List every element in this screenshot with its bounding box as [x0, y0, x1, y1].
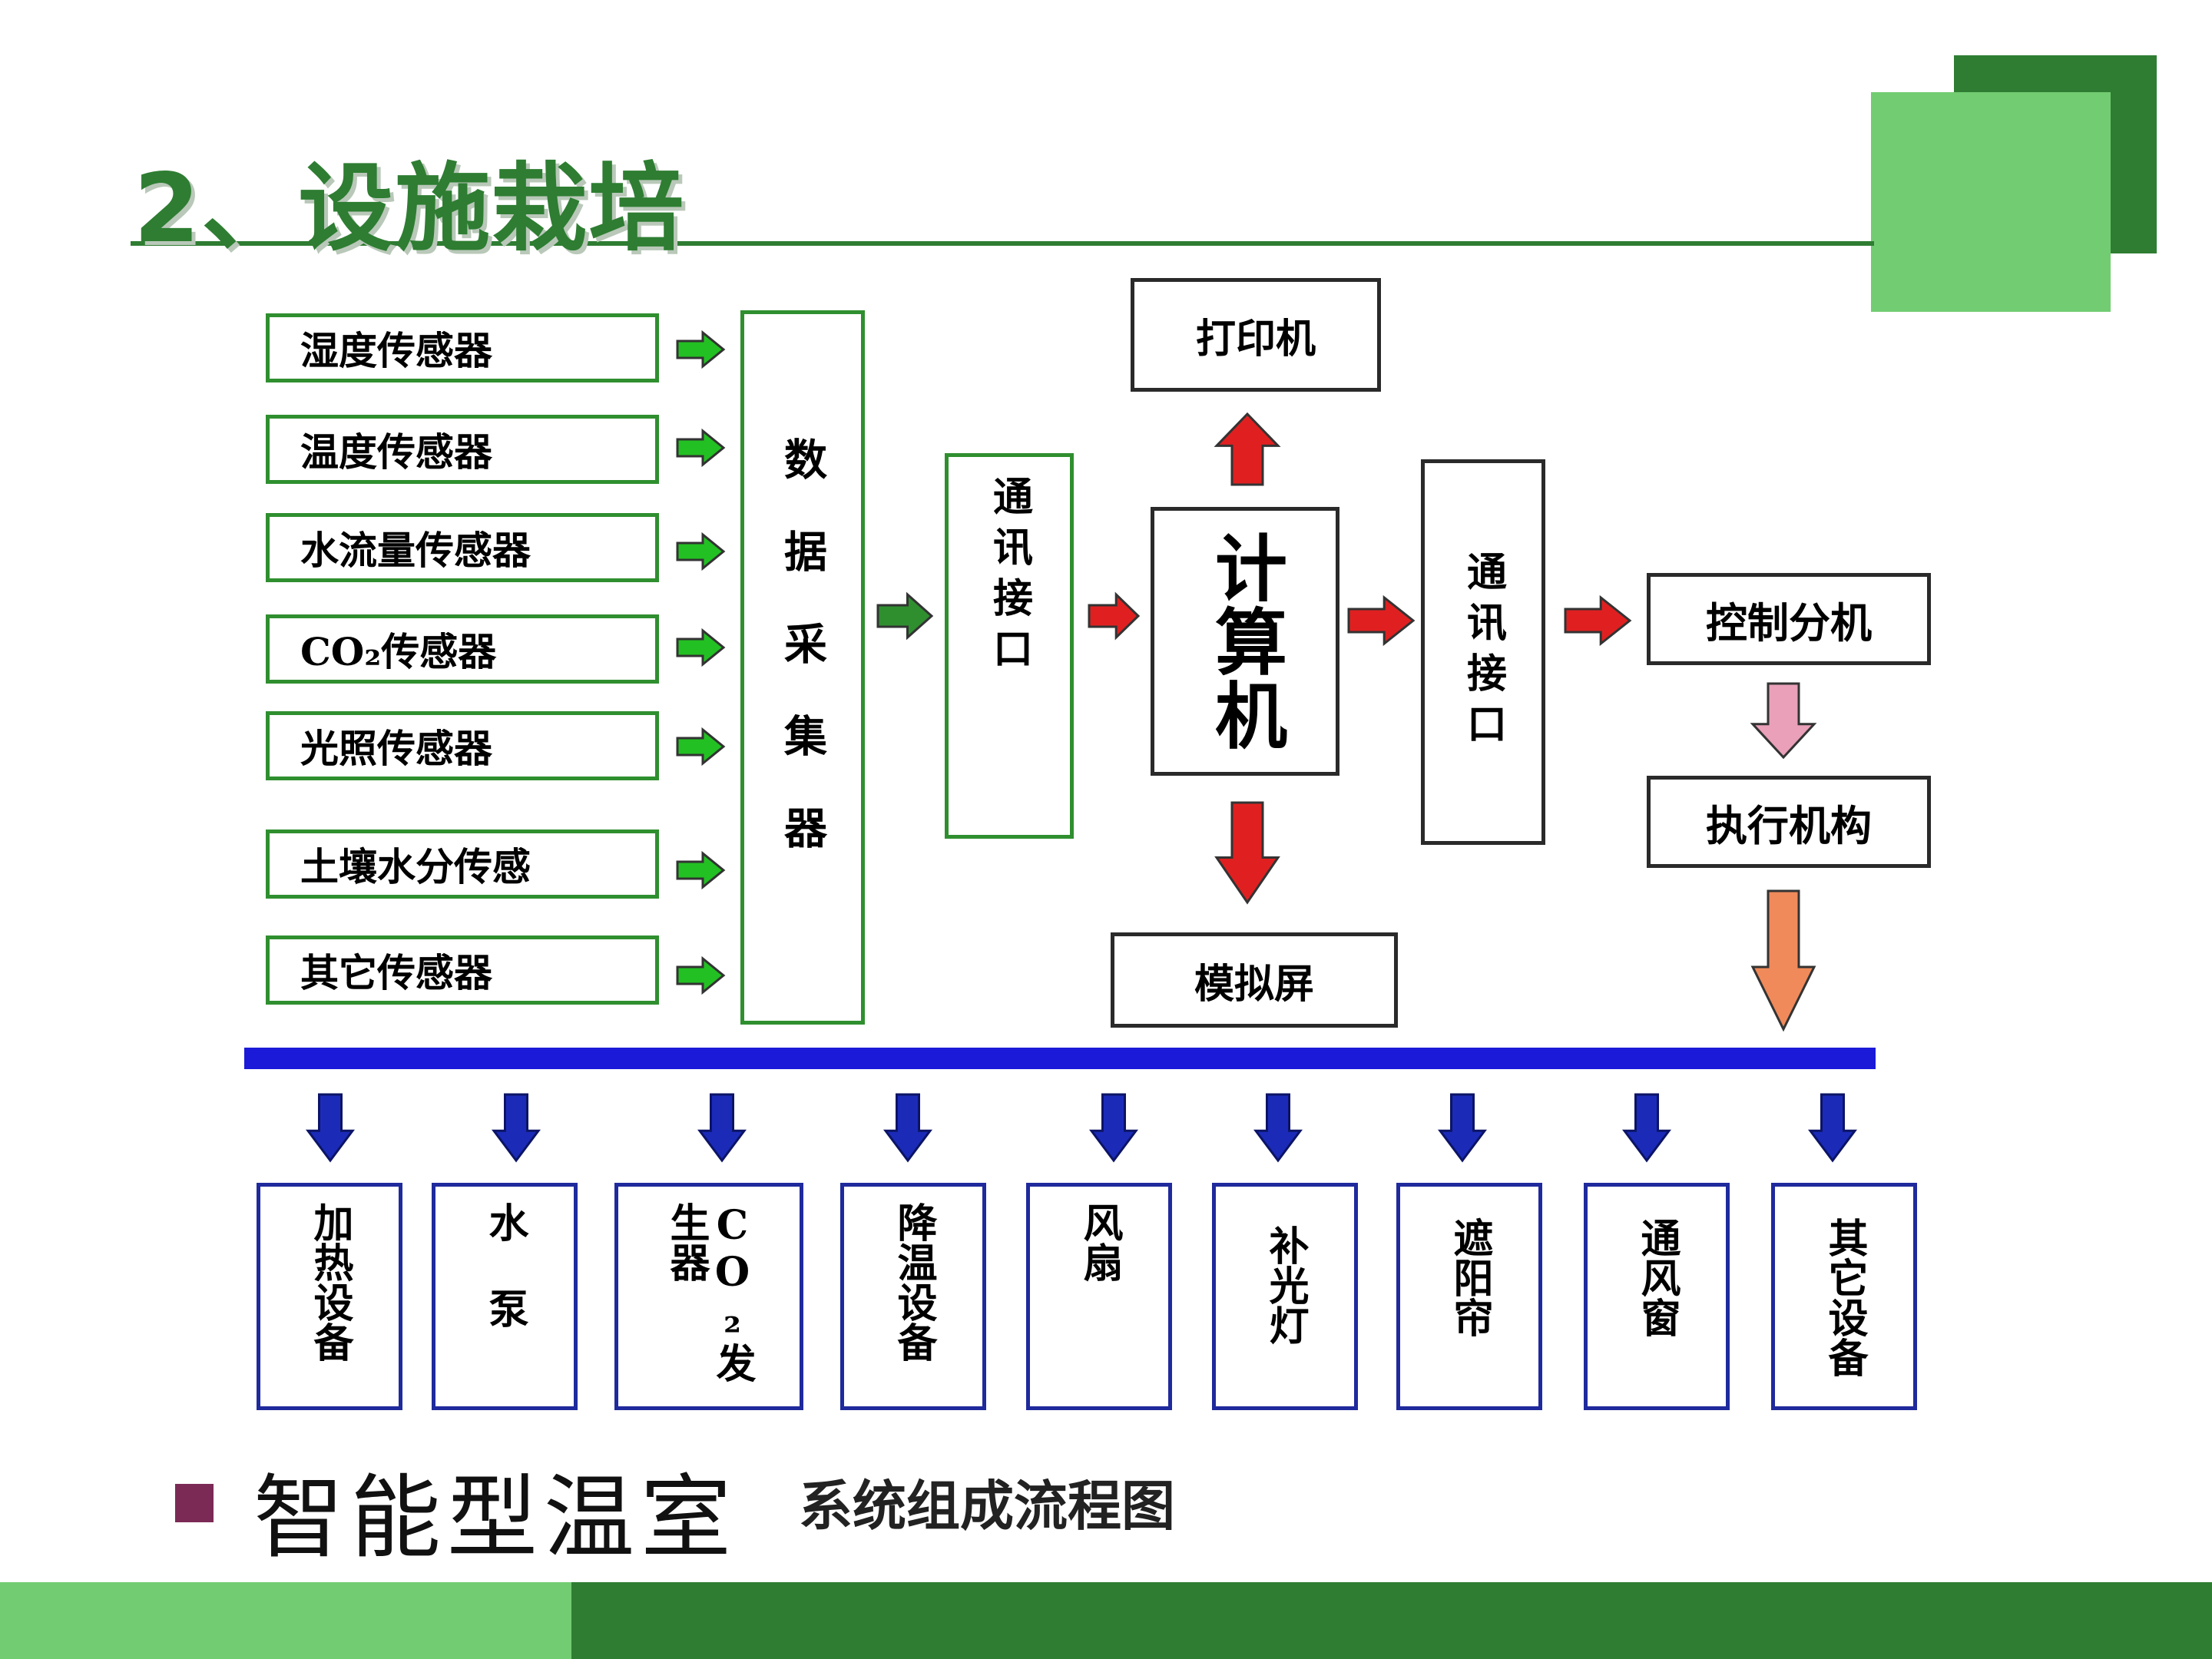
- bus-down-arrow-icon-0: [306, 1093, 355, 1163]
- data-collector-box: 数据采集器: [740, 310, 865, 1025]
- comm-to-computer-arrow-icon: [1088, 591, 1141, 641]
- bus-down-arrow-icon-8: [1808, 1093, 1857, 1163]
- actuator-to-bus-arrow-icon: [1750, 889, 1816, 1032]
- output-heating: 加热设备: [257, 1183, 402, 1410]
- sensor-arrow-icon-4: [676, 727, 726, 767]
- bus-down-arrow-icon-3: [883, 1093, 932, 1163]
- sensor-light: 光照传感器: [266, 711, 659, 780]
- printer-label: 打印机: [1195, 315, 1316, 363]
- sensor-soil-moisture: 土壤水分传感: [266, 830, 659, 899]
- sensor-arrow-icon-0: [676, 329, 726, 369]
- output-cooling: 降温设备: [840, 1183, 986, 1410]
- footer-bar-light: [0, 1582, 571, 1659]
- bus-down-arrow-icon-2: [697, 1093, 747, 1163]
- output-other-label: 其它设备: [1821, 1217, 1868, 1377]
- output-vent-window-label: 通风窗: [1634, 1217, 1681, 1337]
- computer-to-screen-arrow-icon: [1214, 801, 1280, 905]
- collector-to-comm-arrow-icon: [876, 591, 934, 641]
- sensor-arrow-icon-3: [676, 628, 726, 667]
- output-co2-generator: CO₂发生器: [614, 1183, 803, 1410]
- output-fan: 风扇: [1026, 1183, 1172, 1410]
- caption-sub: 系统组成流程图: [799, 1474, 1175, 1538]
- output-cooling-label: 降温设备: [890, 1202, 937, 1362]
- computer-to-printer-arrow-icon: [1214, 412, 1281, 486]
- output-heating-label: 加热设备: [306, 1202, 353, 1362]
- control-to-actuator-arrow-icon: [1750, 682, 1817, 760]
- sensor-arrow-icon-1: [676, 428, 726, 468]
- bus-down-arrow-icon-5: [1253, 1093, 1303, 1163]
- output-water-pump: 水泵: [432, 1183, 578, 1410]
- data-collector-label: 数据采集器: [777, 437, 828, 898]
- computer-label: 计算机: [1203, 531, 1287, 752]
- actuator-box: 执行机构: [1647, 776, 1931, 868]
- sensor-arrow-icon-6: [676, 955, 726, 995]
- sim-screen-label: 模拟屏: [1194, 960, 1314, 1008]
- control-unit-box: 控制分机: [1647, 573, 1931, 665]
- output-shade-curtain: 遮阳帘: [1396, 1183, 1542, 1410]
- title-underline: [131, 241, 1874, 246]
- sensor-water-flow: 水流量传感器: [266, 513, 659, 582]
- bullet-square-icon: [175, 1484, 214, 1522]
- comm-interface-right-label: 通讯接口: [1459, 551, 1507, 753]
- output-grow-light-label: 补光灯: [1262, 1225, 1309, 1345]
- output-water-pump-label: 水泵: [482, 1202, 528, 1374]
- sensor-temperature: 温度传感器: [266, 415, 659, 484]
- comm-to-control-arrow-icon: [1564, 594, 1632, 647]
- bus-down-arrow-icon-4: [1089, 1093, 1138, 1163]
- computer-to-comm-arrow-icon: [1347, 594, 1416, 647]
- sensor-other: 其它传感器: [266, 935, 659, 1005]
- output-co2-generator-label: CO₂发生器: [663, 1202, 756, 1382]
- sensor-co2: CO₂传感器: [266, 614, 659, 684]
- output-fan-label: 风扇: [1076, 1202, 1123, 1282]
- output-shade-curtain-label: 遮阳帘: [1446, 1217, 1493, 1337]
- sensor-arrow-icon-5: [676, 850, 726, 890]
- caption-main: 智能型温室: [253, 1465, 738, 1571]
- sensor-humidity: 湿度传感器: [266, 313, 659, 382]
- control-unit-label: 控制分机: [1706, 598, 1872, 647]
- sensor-arrow-icon-2: [676, 531, 726, 571]
- computer-box: 计算机: [1151, 507, 1339, 776]
- bus-down-arrow-icon-7: [1622, 1093, 1671, 1163]
- comm-interface-right-box: 通讯接口: [1421, 459, 1545, 845]
- output-grow-light: 补光灯: [1212, 1183, 1358, 1410]
- printer-box: 打印机: [1131, 278, 1381, 392]
- bus-down-arrow-icon-1: [492, 1093, 541, 1163]
- comm-interface-left-label: 通讯接口: [985, 475, 1033, 678]
- comm-interface-left-box: 通讯接口: [945, 453, 1074, 839]
- bus-down-arrow-icon-6: [1438, 1093, 1487, 1163]
- footer-bar-dark: [571, 1582, 2212, 1659]
- output-other: 其它设备: [1771, 1183, 1917, 1410]
- actuator-label: 执行机构: [1706, 800, 1872, 850]
- decor-square-light: [1871, 92, 2111, 312]
- control-bus-bar: [244, 1048, 1876, 1069]
- output-vent-window: 通风窗: [1584, 1183, 1730, 1410]
- sim-screen-box: 模拟屏: [1111, 932, 1398, 1028]
